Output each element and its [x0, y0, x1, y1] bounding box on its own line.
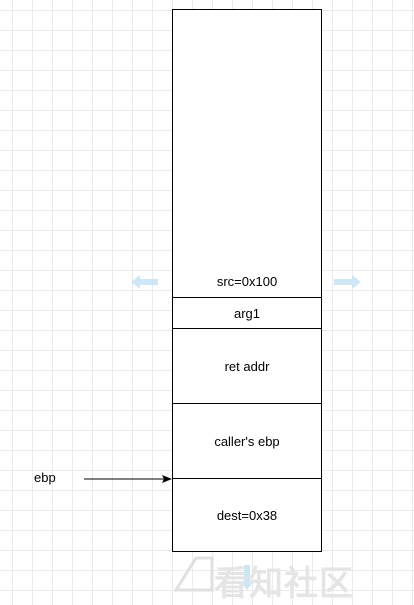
watermark-logo-icon: [173, 556, 214, 592]
ret-addr-cell: ret addr: [173, 328, 321, 403]
caller-ebp-cell: caller's ebp: [173, 403, 321, 478]
src-label: src=0x100: [216, 274, 278, 289]
left-guide-arrow-icon[interactable]: [131, 275, 158, 289]
ebp-arrow: [84, 475, 172, 483]
ebp-label: ebp: [34, 470, 56, 485]
arg1-cell: arg1: [173, 297, 321, 328]
watermark-text: 看知社区: [214, 565, 354, 603]
stack-frame: src=0x100 arg1 ret addr caller's ebp des…: [172, 9, 322, 552]
dest-cell: dest=0x38: [173, 478, 321, 551]
down-guide-arrow-icon[interactable]: [240, 565, 254, 590]
right-guide-arrow-icon[interactable]: [334, 275, 361, 289]
